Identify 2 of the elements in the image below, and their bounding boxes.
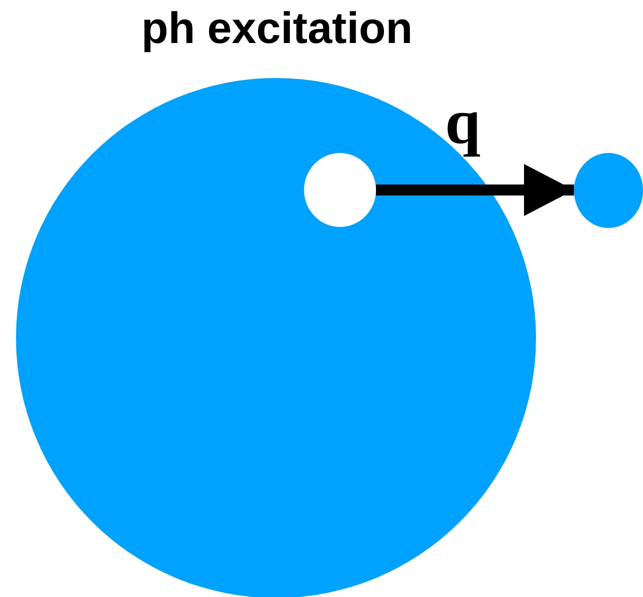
arrow (376, 164, 574, 216)
title: ph excitation (140, 4, 414, 54)
